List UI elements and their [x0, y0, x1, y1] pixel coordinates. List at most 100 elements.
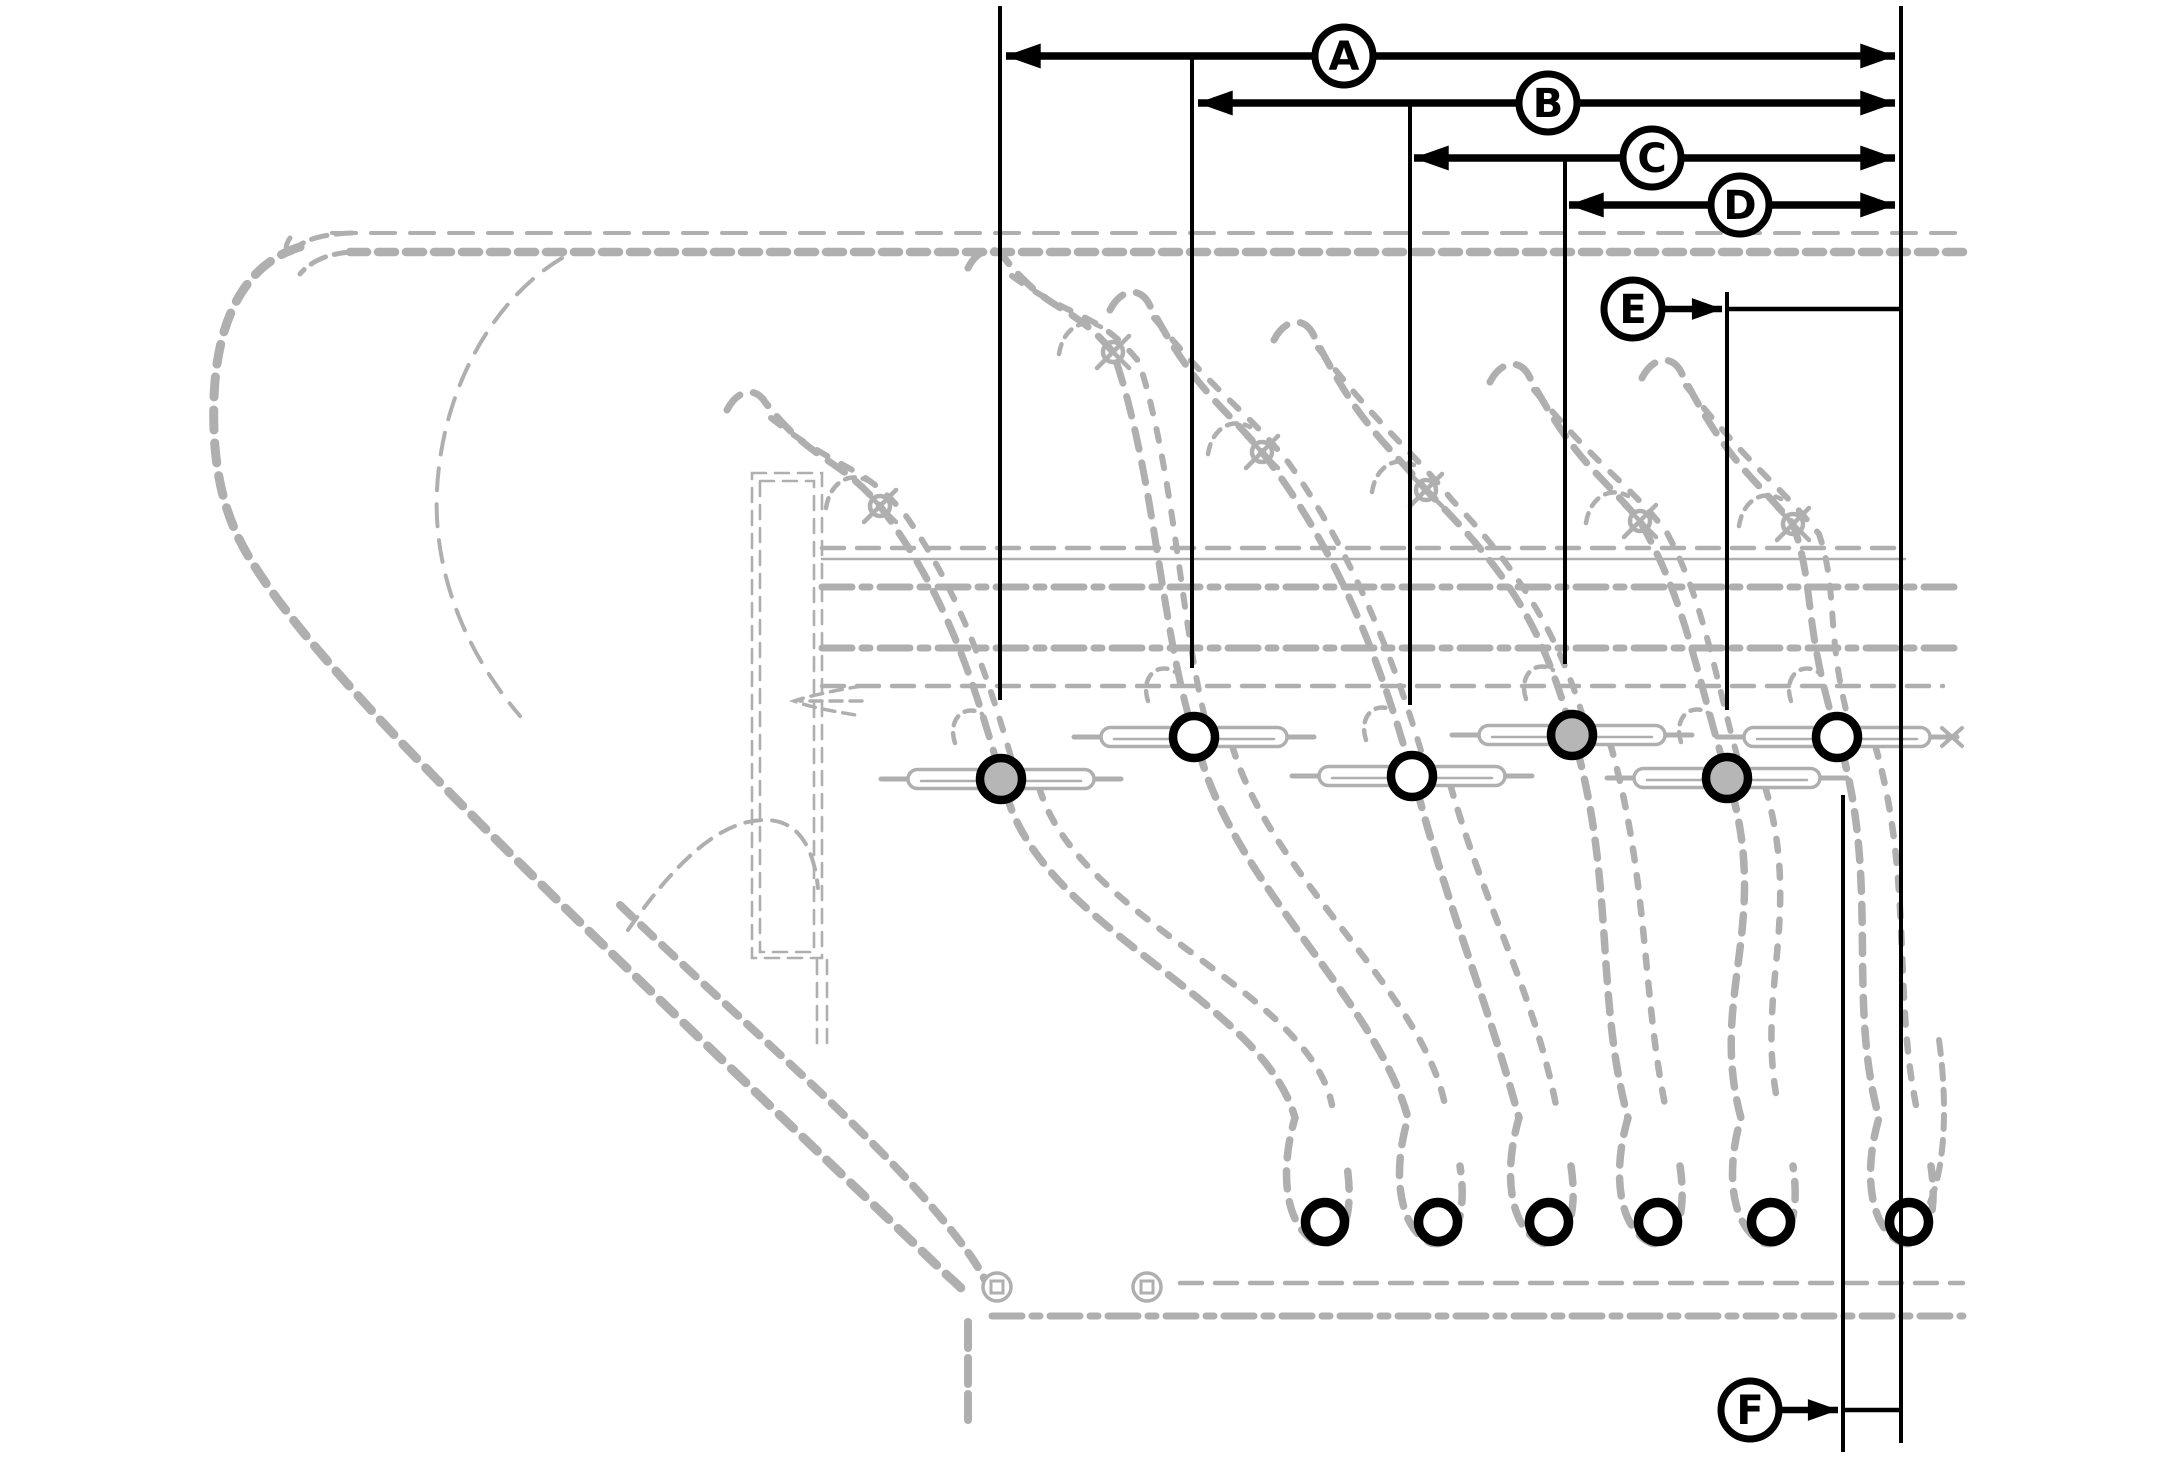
tine-2-end-hole: [1413, 1197, 1463, 1247]
tine-6-upper-arm: [1638, 356, 1837, 725]
top-rail-end-hook: [283, 230, 355, 277]
tine-4-upper-arm-inner: [1315, 345, 1589, 730]
tine-5-lower-finger-inner: [1761, 782, 1784, 1109]
tine-6-end-hole: [1884, 1197, 1934, 1247]
callout-a: A: [1311, 23, 1377, 89]
tine-4-bolt-cross: [1407, 471, 1445, 509]
tine-1-upper-arm-inner: [768, 415, 1018, 774]
tine-2-lower-finger-inner: [1228, 741, 1449, 1109]
dimension-annotations: A B C D E F: [998, 6, 1903, 1452]
callout-c-circle: [1619, 125, 1685, 191]
tine-4-clamp-bolt: [1407, 471, 1445, 509]
tine-5-upper-arm: [1486, 360, 1727, 766]
tine-6-clamp-bolt: [1774, 505, 1812, 543]
tine-1-lower-finger: [1002, 789, 1353, 1248]
callout-d-label: D: [1723, 183, 1756, 229]
tine-3-coil-curl: [1361, 705, 1396, 743]
tine-3-bolt-cross: [1243, 433, 1281, 471]
callout-a-circle: [1311, 23, 1377, 89]
callout-d-circle: [1707, 172, 1773, 238]
tine-2-clamp-bolt: [1094, 333, 1132, 371]
callout-b: B: [1515, 70, 1581, 136]
tine-3-pivot-hole: [1386, 750, 1438, 802]
tine-assemblies: [723, 246, 1960, 1248]
machine-ghost-drawing: [209, 230, 1968, 1424]
tine-6: [1638, 356, 1960, 1248]
tine-5-pivot-hole: [1701, 752, 1753, 804]
tine-5-end-hole: [1746, 1197, 1796, 1247]
mounting-bracket: [750, 471, 829, 1047]
hood-edge-outer: [209, 242, 970, 1297]
callout-d: D: [1707, 172, 1773, 238]
tine-4-pivot-hole: [1546, 709, 1598, 761]
tine-1-bolt-cross: [861, 487, 899, 525]
tine-4-coil-curl: [1521, 664, 1556, 702]
callout-e-circle: [1600, 276, 1666, 342]
tine-5-coil-curl: [1676, 707, 1711, 745]
tine-4-lower-finger-inner: [1606, 739, 1669, 1109]
tine-1-coil-curl: [950, 708, 985, 746]
tine-4-bolt-head: [1413, 477, 1439, 503]
tine-3-clamp-curl: [1205, 421, 1253, 457]
frame-bolt-left: [981, 1271, 1013, 1303]
tine-5-clamp-bolt: [1621, 502, 1659, 540]
tine-3-upper-arm-inner: [1151, 315, 1429, 771]
tine-3-end-hole: [1524, 1197, 1574, 1247]
tine-5-lower-finger: [1727, 788, 1799, 1248]
callout-a-label: A: [1329, 34, 1360, 80]
bracket-flange: [789, 684, 864, 718]
tine-5-bolt-cross: [1621, 502, 1659, 540]
tine-1-upper-arm: [723, 388, 1001, 767]
callout-c-label: C: [1637, 136, 1666, 182]
tine-3-lower-finger-inner: [1446, 780, 1560, 1109]
tine-2-upper-arm-inner: [1009, 273, 1211, 732]
tine-2-bolt-cross: [1094, 333, 1132, 371]
callout-f: F: [1717, 1377, 1783, 1443]
tine-5-bolt-head: [1627, 508, 1653, 534]
tine-6-clamp-curl: [1736, 493, 1784, 529]
tine-4-upper-arm: [1270, 318, 1572, 723]
bar-end-x-mark: [1940, 726, 1964, 748]
hood-edge-inner: [616, 901, 995, 1298]
tine-6-upper-arm-inner: [1683, 383, 1854, 732]
tine-3-upper-arm: [1106, 288, 1412, 764]
tine-2-pivot-hole: [1168, 711, 1220, 763]
tine-2-clamp-curl: [1056, 321, 1104, 357]
tine-3-lower-finger: [1413, 786, 1577, 1248]
bracket-tail: [815, 958, 829, 1047]
tine-2-coil-curl: [1143, 666, 1178, 704]
tine-5: [1486, 360, 1850, 1248]
callout-c: C: [1619, 125, 1685, 191]
tine-6-pivot-hole: [1811, 711, 1863, 763]
tine-1-pivot-hole: [975, 753, 1027, 805]
tine-4-end-hole: [1633, 1197, 1683, 1247]
tine-6-lower-finger-inner: [1871, 741, 1920, 1109]
tine-1-lower-finger-inner: [1035, 783, 1336, 1109]
callout-b-circle: [1515, 70, 1581, 136]
tine-2-bolt-head: [1100, 339, 1126, 365]
tine-2: [964, 246, 1466, 1248]
frame-bolt-right: [1131, 1271, 1163, 1303]
tine-6-bolt-cross: [1774, 505, 1812, 543]
callout-e-label: E: [1619, 287, 1646, 333]
tine-1-clamp-bolt: [861, 487, 899, 525]
tine-3-clamp-bolt: [1243, 433, 1281, 471]
callout-e: E: [1600, 276, 1666, 342]
tine-6-hook-branch: [1926, 1037, 1948, 1208]
tine-1-clamp-curl: [823, 475, 871, 511]
tine-5-clamp-curl: [1583, 490, 1631, 526]
tine-1-end-hole: [1300, 1197, 1350, 1247]
tine-5-upper-arm-inner: [1531, 387, 1744, 773]
tine-1-bolt-head: [867, 493, 893, 519]
tine-4: [1270, 318, 1695, 1248]
tine-6-bolt-head: [1780, 511, 1806, 537]
tine-6-lower-finger: [1838, 747, 1937, 1248]
callout-f-circle: [1717, 1377, 1783, 1443]
hood-inner-wall: [434, 256, 564, 718]
callout-b-label: B: [1533, 81, 1564, 127]
tine-1: [723, 388, 1353, 1248]
bracket-arch: [626, 817, 820, 932]
tine-2-lower-finger: [1195, 747, 1466, 1248]
